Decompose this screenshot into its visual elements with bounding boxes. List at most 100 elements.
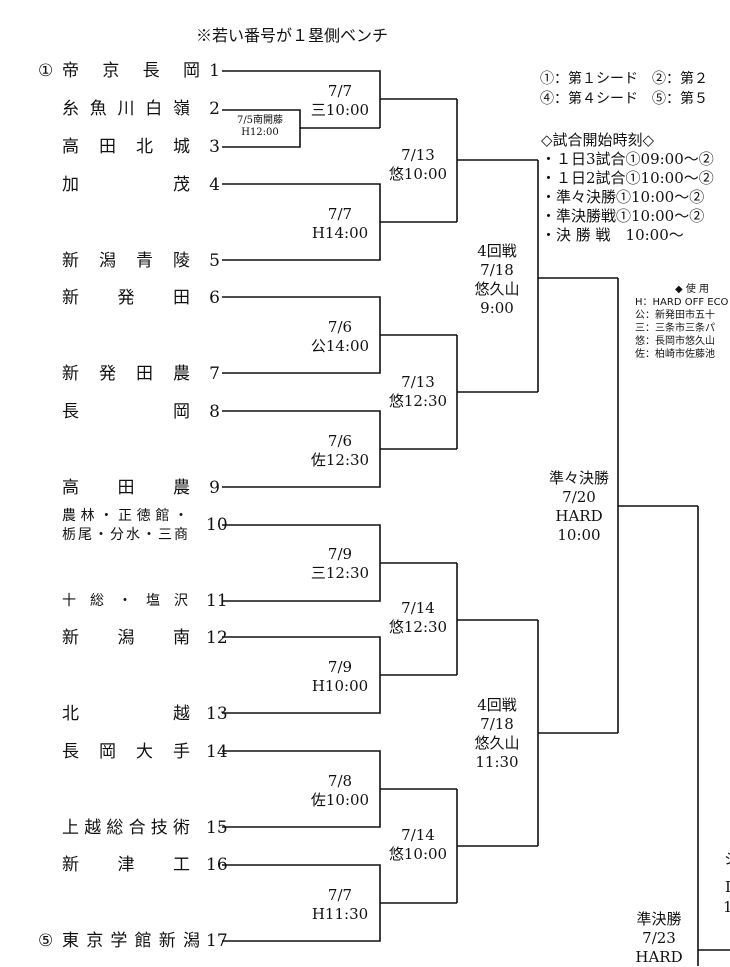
seed-mark: ① — [38, 61, 54, 81]
match-date: 7/6 — [327, 318, 353, 336]
venue-item: 公：新発田市五十 — [635, 310, 715, 321]
match-date: 7/23 — [642, 929, 676, 947]
team-7: 新発田農 7 — [38, 361, 220, 387]
match-round3-c: 7/14 悠12:30 — [378, 599, 458, 637]
legend-line: ④：第４シード ⑤：第５ — [540, 91, 708, 107]
match-round3-b: 7/13 悠12:30 — [378, 373, 458, 411]
match-date: 7/9 — [327, 658, 353, 676]
round-name: 準々決勝 — [548, 469, 609, 487]
round-name: 4回戦 — [477, 696, 517, 714]
team-6: 新発田 6 — [38, 285, 220, 311]
match-semifinal: 準決勝 7/23 HARD — [619, 910, 699, 967]
seed-legend: ①：第１シード ②：第２ ④：第４シード ⑤：第５ — [540, 68, 730, 108]
match-round3-d: 7/14 悠10:00 — [378, 826, 458, 864]
team-name: 十総・塩沢 — [62, 593, 188, 609]
match-round4-b: 4回戦 7/18 悠久山 11:30 — [467, 696, 527, 772]
match-date: 7/7 — [327, 205, 353, 223]
venue-item: H：HARD OFF ECO — [635, 297, 729, 308]
round-name: 準決勝 — [636, 910, 682, 928]
clipped-text-b: I — [725, 878, 730, 896]
match-time: 悠12:30 — [388, 618, 448, 636]
team-number: 5 — [209, 251, 220, 271]
match-time: 悠12:30 — [388, 392, 448, 410]
match-round3-a: 7/13 悠10:00 — [378, 146, 458, 184]
start-time-item: ・１日3試合①09:00～② — [541, 150, 714, 168]
match-time: 悠10:00 — [388, 845, 448, 863]
match-time: 11:30 — [475, 753, 519, 771]
match-time: H11:30 — [311, 905, 369, 923]
team-number: 9 — [209, 478, 220, 498]
venue-legend: ◆ 使 用 H：HARD OFF ECO 公：新発田市五十 三：三条市三条パ 悠… — [635, 283, 730, 361]
match-4-5: 7/7 H14:00 — [300, 205, 380, 243]
match-time: 佐10:00 — [310, 791, 370, 809]
team-name: 上越総合技術 — [62, 818, 190, 838]
start-times: ◇試合開始時刻◇ ・１日3試合①09:00～② ・１日2試合①10:00～② ・… — [541, 131, 730, 245]
team-5: 新潟青陵 5 — [38, 248, 220, 274]
clipped-text-a: シ — [724, 848, 730, 869]
team-name: 北 越 — [62, 704, 190, 724]
match-date: 7/9 — [327, 545, 353, 563]
team-name: 加 茂 — [62, 175, 190, 195]
match-time: 三10:00 — [310, 101, 370, 119]
match-time: 9:00 — [480, 299, 514, 317]
team-name: 長 岡 — [62, 402, 190, 422]
match-10-11: 7/9 三12:30 — [300, 545, 380, 583]
start-time-item: ・決 勝 戦 10:00～ — [541, 226, 684, 244]
team-name: 高田農 — [62, 478, 190, 498]
match-venue: HARD — [555, 507, 603, 525]
match-date: 7/20 — [562, 488, 596, 506]
match-quarterfinal: 準々決勝 7/20 HARD 10:00 — [539, 469, 619, 545]
clipped-text-c: 1 — [723, 898, 730, 916]
match-6-7: 7/6 公14:00 — [300, 318, 380, 356]
team-name: 帝京長岡 — [62, 61, 200, 81]
team-name: 糸魚川白嶺 — [62, 99, 190, 119]
start-time-item: ・１日2試合①10:00～② — [541, 169, 714, 187]
venue-item: 悠：長岡市悠久山 — [635, 336, 715, 347]
team-name: 新発田 — [62, 288, 190, 308]
match-time: H14:00 — [311, 224, 369, 242]
team-1: ① 帝京長岡 1 — [38, 58, 220, 84]
match-time: H10:00 — [311, 677, 369, 695]
team-name: 新津工 — [62, 855, 190, 875]
team-3: 高田北城 3 — [38, 134, 220, 160]
match-time: 悠10:00 — [388, 165, 448, 183]
match-date: 7/8 — [327, 772, 353, 790]
match-12-13: 7/9 H10:00 — [300, 658, 380, 696]
bracket-note: ※若い番号が１塁側ベンチ — [196, 26, 389, 45]
match-time: H12:00 — [241, 127, 279, 138]
team-4: 加 茂 4 — [38, 172, 220, 198]
team-name: 東京学館新潟 — [62, 931, 200, 951]
match-date: 7/7 — [327, 82, 353, 100]
venue-item: 三：三条市三条パ — [635, 323, 715, 334]
team-8: 長 岡 8 — [38, 399, 220, 425]
start-times-title: ◇試合開始時刻◇ — [541, 131, 655, 149]
team-name: 新潟南 — [62, 628, 190, 648]
match-8-9: 7/6 佐12:30 — [300, 432, 380, 470]
team-name: 新潟青陵 — [62, 251, 190, 271]
team-name: 長岡大手 — [62, 742, 190, 762]
venue-title: ◆ 使 用 — [675, 284, 710, 295]
team-number: 7 — [209, 364, 220, 384]
team-number: 6 — [209, 288, 220, 308]
legend-line: ①：第１シード ②：第２ — [540, 71, 708, 87]
match-venue: 悠久山 — [474, 280, 520, 298]
match-date: 7/13 — [401, 373, 435, 391]
match-date: 7/5南開藤 — [236, 115, 284, 126]
match-1: 7/7 三10:00 — [300, 82, 380, 120]
team-number: 1 — [209, 61, 220, 81]
match-time: 三12:30 — [310, 564, 370, 582]
match-date: 7/13 — [401, 146, 435, 164]
match-round4-a: 4回戦 7/18 悠久山 9:00 — [467, 242, 527, 318]
team-name: 高田北城 — [62, 137, 190, 157]
team-2: 糸魚川白嶺 2 — [38, 96, 220, 122]
venue-item: 佐：柏崎市佐藤池 — [635, 349, 715, 360]
team-name-line2: 栃尾・分水・三商 — [62, 527, 188, 543]
match-date: 7/14 — [401, 826, 435, 844]
match-time: 10:00 — [557, 526, 601, 544]
match-time: 公14:00 — [310, 337, 370, 355]
team-number: 3 — [209, 137, 220, 157]
match-date: 7/7 — [327, 886, 353, 904]
team-name: 新発田農 — [62, 364, 190, 384]
match-venue: HARD — [635, 948, 683, 966]
match-time: 佐12:30 — [310, 451, 370, 469]
